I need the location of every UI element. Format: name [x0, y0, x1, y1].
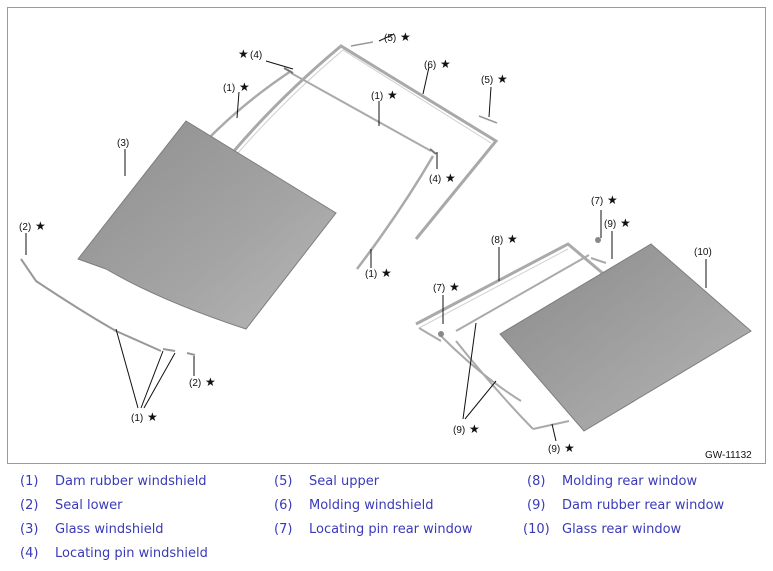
- star-icon: ★: [449, 280, 460, 294]
- star-icon: ★: [35, 219, 46, 233]
- callout-1: (1): [371, 91, 383, 102]
- legend-number: (6): [274, 498, 293, 513]
- molding-windshield-part: [232, 44, 499, 240]
- star-icon: ★: [205, 375, 216, 389]
- legend-text: Locating pin rear window: [309, 522, 473, 537]
- legend-number: (5): [274, 474, 293, 489]
- legend-text: Dam rubber windshield: [55, 474, 207, 489]
- legend-text: Dam rubber rear window: [562, 498, 725, 513]
- star-icon: ★: [497, 72, 508, 86]
- star-icon: ★: [239, 80, 250, 94]
- callout-5: (5): [481, 75, 493, 86]
- legend-number: (9): [527, 498, 546, 513]
- molding-rear-window-part: [415, 242, 607, 326]
- legend-text: Molding windshield: [309, 498, 434, 513]
- legend-number: (8): [527, 474, 546, 489]
- star-icon: ★: [607, 193, 618, 207]
- seal-lower-part: [20, 258, 162, 352]
- legend-item: (6) Molding windshield: [274, 498, 434, 513]
- legend-text: Seal upper: [309, 474, 380, 489]
- legend-text: Seal lower: [55, 498, 123, 513]
- legend-item: (10) Glass rear window: [523, 522, 681, 537]
- legend-item: (8) Molding rear window: [527, 474, 697, 489]
- star-icon: ★: [238, 47, 249, 61]
- star-icon: ★: [440, 57, 451, 71]
- callout-7: (7): [433, 283, 445, 294]
- legend-item: (9) Dam rubber rear window: [527, 498, 724, 513]
- star-icon: ★: [507, 232, 518, 246]
- legend-number: (4): [20, 546, 39, 561]
- legend-number: (3): [20, 522, 39, 537]
- callout-2: (2): [19, 222, 31, 233]
- callout-2: (2): [189, 378, 201, 389]
- glass-windshield-part: [77, 120, 337, 330]
- figure-id: GW-11132: [705, 450, 752, 461]
- parts-legend: (1) Dam rubber windshield (2) Seal lower…: [0, 470, 773, 570]
- legend-item: (3) Glass windshield: [20, 522, 164, 537]
- callout-1: (1): [223, 83, 235, 94]
- callout-labels: (3) (1) ★ ★ (4) (5) ★ (6) ★ (5) ★ (1) ★ …: [19, 30, 752, 461]
- callout-1: (1): [131, 413, 143, 424]
- star-icon: ★: [564, 441, 575, 455]
- callout-7: (7): [591, 196, 603, 207]
- locating-pin-windshield-part: [283, 67, 294, 74]
- callout-9: (9): [453, 425, 465, 436]
- legend-item: (2) Seal lower: [20, 498, 123, 513]
- callout-6: (6): [424, 60, 436, 71]
- legend-item: (4) Locating pin windshield: [20, 546, 208, 561]
- callout-4: (4): [429, 174, 441, 185]
- legend-number: (10): [523, 522, 550, 537]
- callout-9: (9): [604, 219, 616, 230]
- star-icon: ★: [445, 171, 456, 185]
- callout-3: (3): [117, 138, 129, 149]
- legend-number: (7): [274, 522, 293, 537]
- legend-item: (7) Locating pin rear window: [274, 522, 472, 537]
- legend-item: (1) Dam rubber windshield: [20, 474, 207, 489]
- legend-text: Molding rear window: [562, 474, 698, 489]
- legend-item: (5) Seal upper: [274, 474, 379, 489]
- legend-text: Glass rear window: [562, 522, 682, 537]
- exploded-view-figure: (3) (1) ★ ★ (4) (5) ★ (6) ★ (5) ★ (1) ★ …: [7, 7, 766, 464]
- star-icon: ★: [400, 30, 411, 44]
- callout-9: (9): [548, 444, 560, 455]
- callout-1: (1): [365, 269, 377, 280]
- star-icon: ★: [620, 216, 631, 230]
- dam-rubber-rear-window-part: [455, 254, 590, 332]
- exploded-diagram: (3) (1) ★ ★ (4) (5) ★ (6) ★ (5) ★ (1) ★ …: [19, 30, 752, 461]
- leader-lines: [25, 33, 707, 442]
- callout-10: (10): [694, 247, 712, 258]
- legend-text: Locating pin windshield: [55, 546, 208, 561]
- callout-4: (4): [250, 50, 262, 61]
- glass-rear-window-part: [499, 243, 752, 432]
- legend-number: (1): [20, 474, 39, 489]
- dam-rubber-windshield-part: [210, 69, 292, 137]
- star-icon: ★: [469, 422, 480, 436]
- star-icon: ★: [147, 410, 158, 424]
- callout-8: (8): [491, 235, 503, 246]
- legend-text: Glass windshield: [55, 522, 164, 537]
- seal-upper-part: [350, 41, 374, 47]
- legend-number: (2): [20, 498, 39, 513]
- star-icon: ★: [387, 88, 398, 102]
- locating-pin-rear-window-part: [438, 331, 444, 337]
- star-icon: ★: [381, 266, 392, 280]
- callout-5: (5): [384, 33, 396, 44]
